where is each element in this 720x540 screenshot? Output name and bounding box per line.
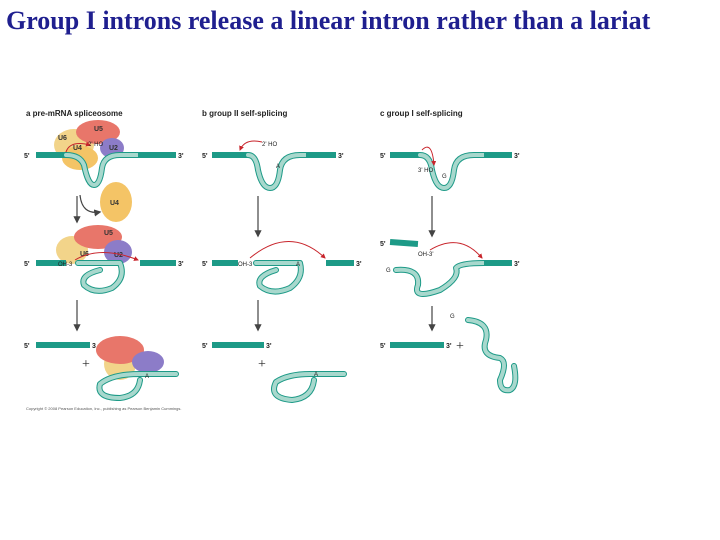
svg-text:+: + [258, 357, 266, 372]
svg-text:3': 3' [446, 343, 452, 350]
panel-a-row-1: U5 U6 U4 U2 2' HO 5' 3' [24, 120, 184, 188]
branch-a-label: A [145, 374, 149, 380]
exon-5 [36, 152, 66, 158]
u5-label: U5 [94, 126, 103, 133]
panel-c: 5' 3' 3' HO G 5' OH-3' G 3' 5' 3' + G [380, 146, 520, 394]
svg-text:OH-3': OH-3' [418, 252, 433, 258]
svg-text:OH-3: OH-3 [58, 262, 73, 268]
svg-text:3: 3 [92, 343, 96, 350]
svg-text:5': 5' [24, 261, 30, 268]
svg-text:5': 5' [202, 343, 208, 350]
u2-label: U2 [109, 145, 118, 152]
svg-text:+: + [456, 339, 464, 354]
svg-text:U5: U5 [104, 230, 113, 237]
svg-text:5': 5' [380, 343, 386, 350]
plus-sign: + [82, 357, 90, 372]
svg-text:3' HO: 3' HO [418, 168, 433, 174]
svg-text:OH-3: OH-3 [238, 262, 253, 268]
svg-text:3': 3' [356, 261, 362, 268]
svg-text:3': 3' [266, 343, 272, 350]
svg-text:5': 5' [24, 343, 30, 350]
slide-title: Group I introns release a linear intron … [6, 6, 651, 35]
exon-3 [138, 152, 176, 158]
panel-a-row-3: 5' 3 + A [24, 336, 179, 401]
svg-text:3': 3' [338, 153, 344, 160]
u5-snrnp [76, 120, 120, 144]
u4-released-label: U4 [110, 200, 119, 207]
five-prime-label: 5' [24, 153, 30, 160]
three-prime-label: 3' [178, 153, 184, 160]
svg-text:3': 3' [514, 261, 520, 268]
svg-text:5': 5' [202, 153, 208, 160]
u4-released [100, 182, 132, 222]
panel-a: U5 U6 U4 U2 2' HO 5' 3' U4 U5 U6 U2 5' [24, 120, 184, 411]
svg-text:A: A [314, 372, 318, 378]
svg-text:5': 5' [380, 241, 386, 248]
svg-text:3': 3' [178, 261, 184, 268]
svg-text:3': 3' [514, 153, 520, 160]
svg-text:5': 5' [380, 153, 386, 160]
panel-a-row-2: U5 U6 U2 5' OH-3 3' [24, 225, 184, 294]
two-ho-label: 2' HO [88, 142, 103, 148]
panel-c-label: c group I self-splicing [380, 109, 463, 118]
svg-text:5': 5' [202, 261, 208, 268]
svg-text:G: G [450, 314, 455, 320]
u6-label: U6 [58, 135, 67, 142]
svg-text:2' HO: 2' HO [262, 142, 277, 148]
copyright: Copyright © 2008 Pearson Education, Inc.… [26, 406, 181, 411]
svg-text:U2: U2 [114, 252, 123, 259]
svg-text:U6: U6 [80, 251, 89, 258]
panel-b-label: b group II self-splicing [202, 109, 287, 118]
panel-a-label: a pre-mRNA spliceosome [26, 109, 123, 118]
svg-text:G: G [442, 174, 447, 180]
svg-text:A: A [296, 262, 300, 268]
panel-b: 5' 3' 2' HO A 5' OH-3 3' A 5' 3' + A [202, 140, 362, 403]
svg-text:A: A [276, 164, 280, 170]
u4-label: U4 [73, 145, 82, 152]
svg-text:G: G [386, 268, 391, 274]
